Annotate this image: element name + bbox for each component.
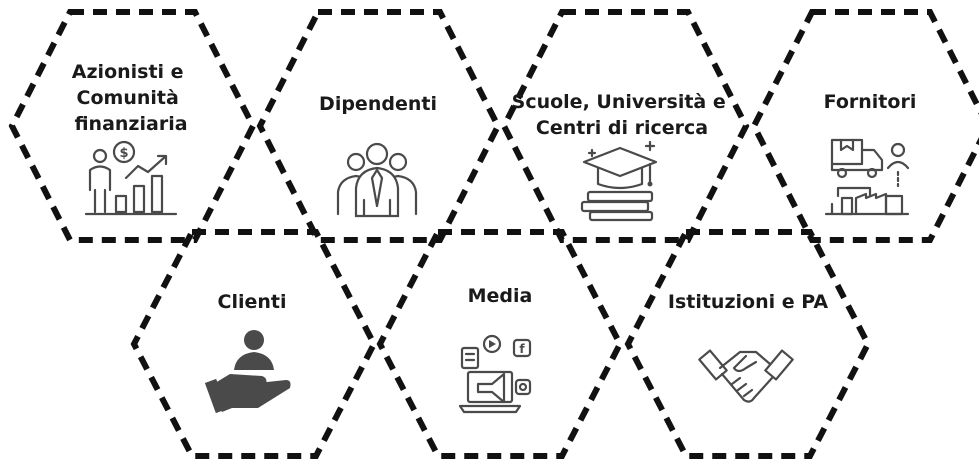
investor-growth-chart-icon: $ [84,140,178,216]
employees-group-icon [336,142,418,218]
svg-text:f: f [519,342,525,356]
hexagon-fornitori [750,9,979,243]
supply-chain-truck-factory-icon [824,138,910,216]
hexagon-azionisti [8,9,257,243]
label-fornitori: Fornitori [824,91,917,113]
label-istituzioni: Istituzioni e PA [668,291,829,313]
label-clienti: Clienti [218,291,287,313]
label-dipendenti: Dipendenti [319,93,437,115]
hexagon-dipendenti [256,9,502,243]
hexagon-istituzioni [624,229,872,459]
svg-text:$: $ [119,146,128,161]
handshake-icon [698,349,794,403]
label-media: Media [468,285,533,307]
hexagon-clienti [130,229,378,459]
label-scuole: Scuole, Università e Centri di ricerca [512,91,733,139]
label-azionisti: Azionisti e Comunità finanziaria [72,61,190,135]
media-megaphone-social-icon: f [458,334,532,414]
graduation-cap-books-icon [580,140,658,222]
customer-hand-icon [204,330,291,414]
hexagon-scuole [500,9,750,243]
hexagon-media [376,229,624,459]
